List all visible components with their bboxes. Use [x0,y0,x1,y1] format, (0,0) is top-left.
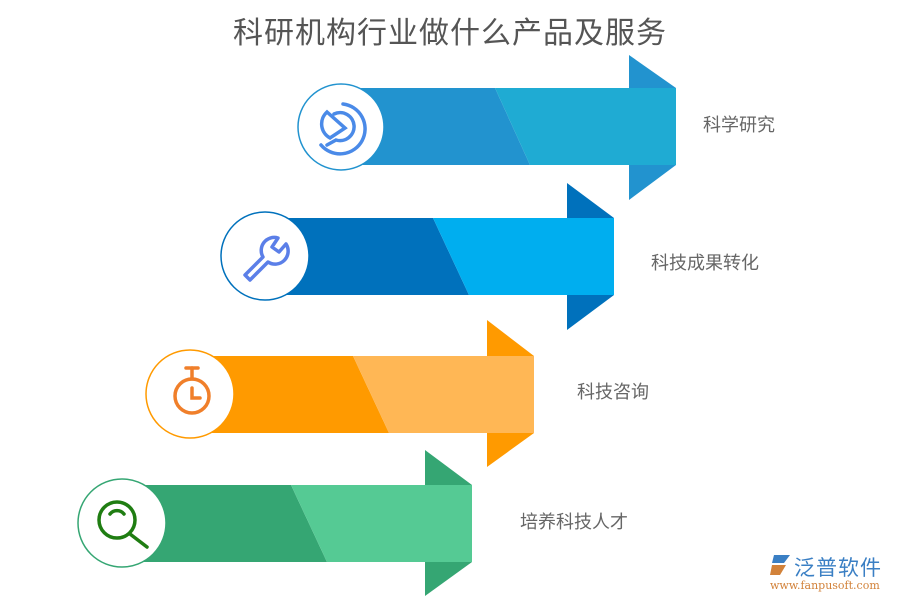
stopwatch-icon [173,366,211,415]
logo-url: www.fanpusoft.com [770,579,880,592]
brand-logo: 泛普软件 www.fanpusoft.com [766,552,896,596]
item-label-1: 科学研究 [703,115,775,136]
arrow-2 [220,183,614,330]
wrench-icon [243,235,290,282]
item-label-3: 科技咨询 [577,382,649,403]
pie-chart-icon [319,102,367,156]
arrow-1 [297,55,676,200]
search-icon [97,500,149,549]
page-title: 科研机构行业做什么产品及服务 [233,16,667,51]
arrow-4 [77,450,472,596]
item-label-4: 培养科技人才 [520,512,628,533]
arrow-3 [145,320,534,467]
logo-mark-icon [770,555,790,575]
logo-name: 泛普软件 [794,556,882,580]
item-label-2: 科技成果转化 [651,253,759,274]
